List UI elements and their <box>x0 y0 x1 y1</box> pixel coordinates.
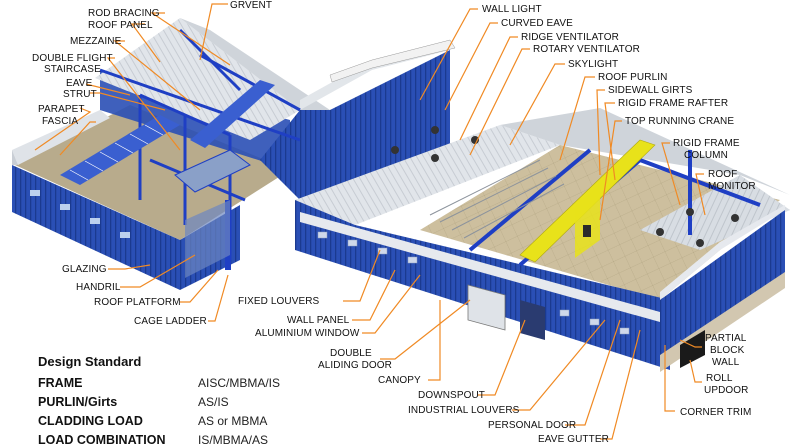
label-texts: GRVENT ROD BRACING ROOF PANEL MEZZAINE D… <box>32 0 756 445</box>
label-industrial-louvers: INDUSTRIAL LOUVERS <box>408 405 520 416</box>
standard-key-frame: FRAME <box>38 376 82 390</box>
label-fascia: FASCIA <box>42 116 78 127</box>
right-roof-left <box>295 125 560 225</box>
label-monitor: MONITOR <box>708 181 756 192</box>
label-fixed-louvers: FIXED LOUVERS <box>238 296 320 307</box>
left-roof-slope <box>95 18 300 140</box>
label-eave: EAVE <box>66 78 93 89</box>
leader-lines <box>34 3 706 440</box>
label-rod-bracing: ROD BRACING <box>88 8 160 19</box>
roof-platform-deck <box>174 149 251 193</box>
double-sliding-door <box>467 284 506 331</box>
label-rigid-frame: RIGID FRAME <box>673 138 740 149</box>
label-block: BLOCK <box>710 345 745 356</box>
label-aliding-door: ALIDING DOOR <box>318 360 392 371</box>
design-standard: Design Standard FRAME AISC/MBMA/IS PURLI… <box>38 354 280 446</box>
label-cage-ladder: CAGE LADDER <box>134 316 207 327</box>
label-strut: STRUT <box>63 89 97 100</box>
label-canopy: CANOPY <box>378 375 421 386</box>
label-rotary-ventilator: ROTARY VENTILATOR <box>533 44 640 55</box>
label-aluminium-window: ALUMINIUM WINDOW <box>255 328 360 339</box>
label-downspout: DOWNSPOUT <box>418 390 485 401</box>
left-front-wall <box>12 165 180 290</box>
staircase <box>60 80 275 185</box>
standard-value-load: IS/MBMA/AS <box>198 433 268 446</box>
label-skylight: SKYLIGHT <box>568 59 618 70</box>
crane <box>519 139 656 263</box>
label-wall-light: WALL LIGHT <box>482 4 542 15</box>
rotary-ventilators <box>391 126 739 247</box>
label-updoor: UPDOOR <box>704 385 749 396</box>
glazing-panel <box>185 200 230 278</box>
label-wall: WALL <box>712 357 740 368</box>
label-wall-panel: WALL PANEL <box>287 315 350 326</box>
roll-updoor-shape <box>680 330 705 368</box>
label-partial: PARTIAL <box>705 333 747 344</box>
design-standard-title: Design Standard <box>38 354 141 369</box>
label-glazing: GLAZING <box>62 264 107 275</box>
standard-value-purlin: AS/IS <box>198 395 229 409</box>
personal-door-shape <box>520 300 545 340</box>
label-double-flight: DOUBLE FLIGHT <box>32 53 113 64</box>
label-corner-trim: CORNER TRIM <box>680 407 751 418</box>
standard-key-load: LOAD COMBINATION <box>38 433 166 446</box>
right-end-wall <box>660 210 785 370</box>
label-column: COLUMN <box>684 150 728 161</box>
label-roof-platform: ROOF PLATFORM <box>94 297 181 308</box>
label-mezzaine: MEZZAINE <box>70 36 122 47</box>
right-building <box>295 39 790 372</box>
label-roof: ROOF <box>708 169 737 180</box>
label-handril: HANDRIL <box>76 282 121 293</box>
label-parapet: PARAPET <box>38 104 85 115</box>
label-rigid-frame-rafter: RIGID FRAME RAFTER <box>618 98 728 109</box>
standard-value-frame: AISC/MBMA/IS <box>198 376 280 390</box>
label-roof-panel: ROOF PANEL <box>88 20 153 31</box>
label-ridge-ventilator: RIDGE VENTILATOR <box>521 32 619 43</box>
right-roof-right <box>640 175 790 250</box>
label-sidewall-girts: SIDEWALL GIRTS <box>608 85 693 96</box>
standard-key-cladding: CLADDING LOAD <box>38 414 143 428</box>
label-personal-door: PERSONAL DOOR <box>488 420 576 431</box>
standard-key-purlin: PURLIN/Girts <box>38 395 117 409</box>
label-top-running-crane: TOP RUNNING CRANE <box>625 116 734 127</box>
label-curved-eave: CURVED EAVE <box>501 18 573 29</box>
standard-value-cladding: AS or MBMA <box>198 414 267 428</box>
label-eave-gutter: EAVE GUTTER <box>538 434 609 445</box>
label-staircase: STAIRCASE <box>44 64 101 75</box>
left-building <box>12 18 450 290</box>
label-roll: ROLL <box>706 373 733 384</box>
left-parapet-roof <box>12 110 110 165</box>
label-roof-purlin: ROOF PURLIN <box>598 72 667 83</box>
label-double: DOUBLE <box>330 348 372 359</box>
label-grvent: GRVENT <box>230 0 272 11</box>
